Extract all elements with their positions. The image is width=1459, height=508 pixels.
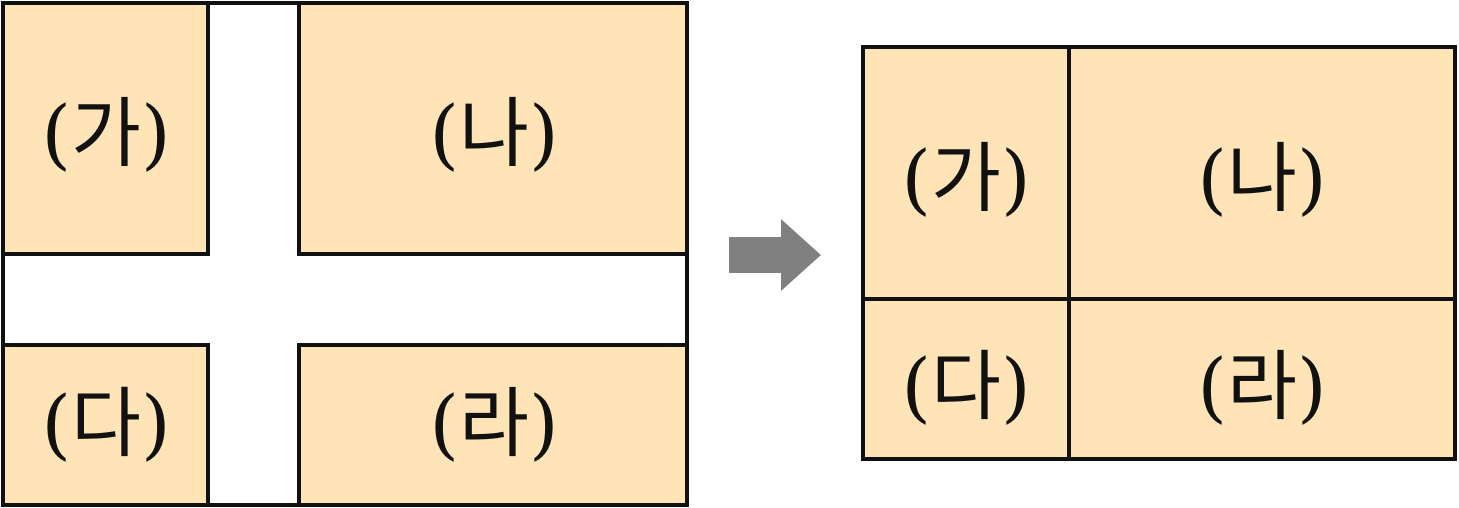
before-region-na [297, 1, 689, 256]
before-label-ra: (라) [429, 379, 558, 468]
after-region-da [861, 297, 1071, 461]
after-region-ga [861, 45, 1071, 301]
right-arrow-icon [729, 219, 821, 291]
before-label-ga: (가) [41, 89, 170, 178]
after-label-ga: (가) [901, 134, 1030, 223]
before-region-ga [1, 1, 210, 256]
before-label-da: (다) [41, 379, 170, 468]
after-label-ra: (라) [1197, 342, 1326, 431]
after-region-ra [1067, 297, 1457, 461]
before-panel: (가) (나) (다) (라) [1, 1, 689, 507]
before-region-da [1, 343, 210, 507]
before-region-ra [297, 343, 689, 507]
before-label-na: (나) [429, 89, 558, 178]
after-label-na: (나) [1197, 134, 1326, 223]
after-panel: (가) (나) (다) (라) [861, 45, 1457, 461]
after-label-da: (다) [901, 342, 1030, 431]
